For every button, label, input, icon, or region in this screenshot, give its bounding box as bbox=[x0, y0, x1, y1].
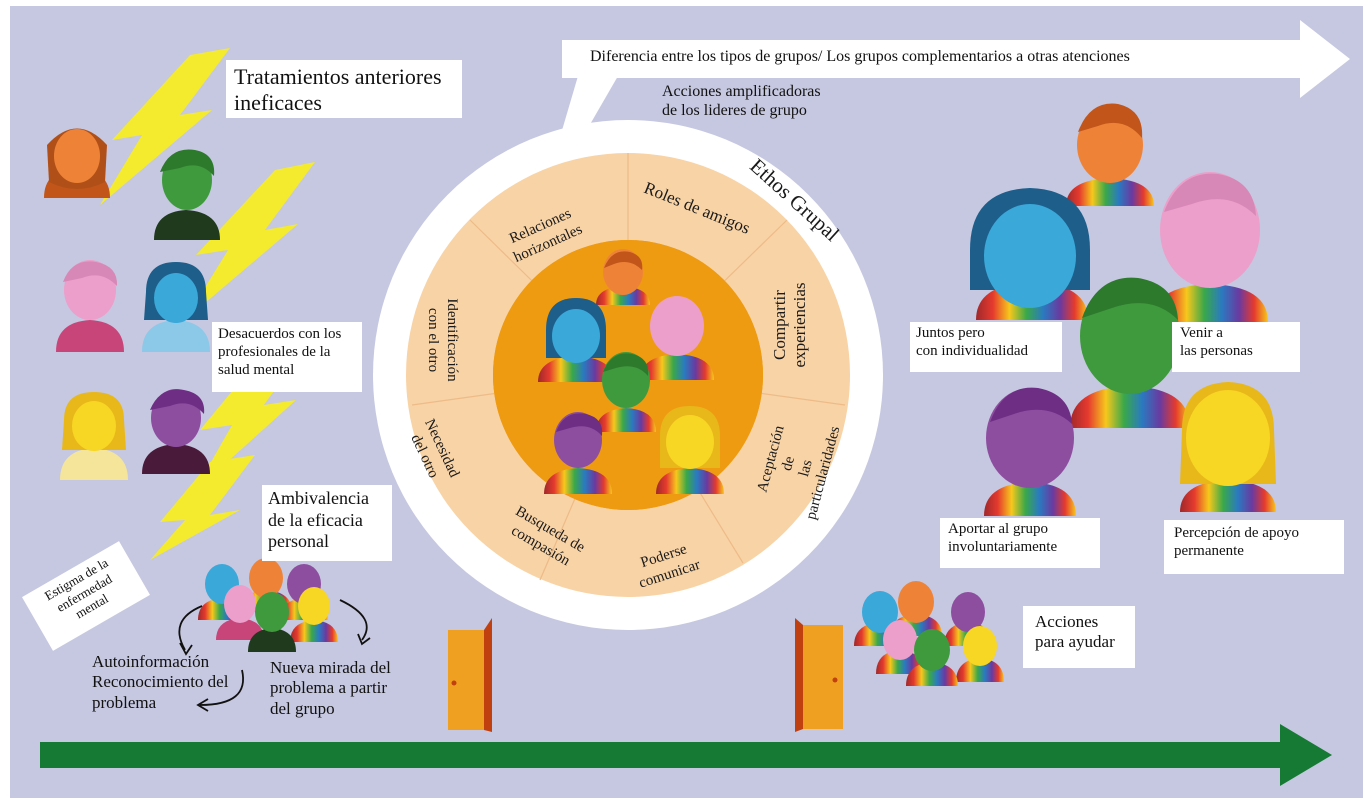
left-people bbox=[44, 128, 220, 480]
person-icon bbox=[656, 406, 724, 494]
curved-arrow-icon bbox=[199, 669, 244, 706]
curved-arrow-icon bbox=[339, 599, 368, 641]
door-icon bbox=[448, 618, 492, 732]
top-arrow-text: Diferencia entre los tipos de grupos/ Lo… bbox=[590, 48, 1130, 65]
person-icon bbox=[596, 249, 650, 305]
person-icon bbox=[1152, 172, 1268, 322]
person-icon bbox=[60, 392, 128, 480]
inner-people bbox=[538, 249, 724, 494]
right-people bbox=[970, 103, 1276, 516]
person-icon bbox=[154, 149, 220, 240]
top-white-arrow bbox=[562, 20, 1350, 98]
curved-arrow-icon bbox=[178, 605, 203, 651]
person-icon bbox=[640, 296, 714, 380]
lightning-icon bbox=[150, 455, 255, 560]
lightning-icon bbox=[100, 48, 230, 205]
door-icon bbox=[795, 618, 843, 732]
person-icon bbox=[538, 298, 614, 382]
person-icon bbox=[984, 387, 1076, 516]
person-icon bbox=[56, 260, 124, 352]
person-icon bbox=[1070, 277, 1190, 428]
segment-compartir: Compartirexperiencias bbox=[770, 283, 809, 368]
person-icon bbox=[1180, 382, 1276, 512]
person-icon bbox=[142, 262, 210, 352]
small-group-right bbox=[854, 581, 1004, 686]
person-icon bbox=[44, 128, 110, 198]
segment-identificacion: Identificacióncon el otro bbox=[425, 298, 460, 382]
lightning-icon bbox=[185, 162, 315, 320]
person-icon bbox=[596, 352, 656, 432]
person-icon bbox=[1066, 103, 1154, 206]
small-group-left bbox=[198, 558, 338, 652]
person-icon bbox=[970, 188, 1090, 320]
person-icon bbox=[544, 412, 612, 494]
bottom-green-arrow bbox=[40, 724, 1332, 786]
person-icon bbox=[142, 389, 210, 474]
